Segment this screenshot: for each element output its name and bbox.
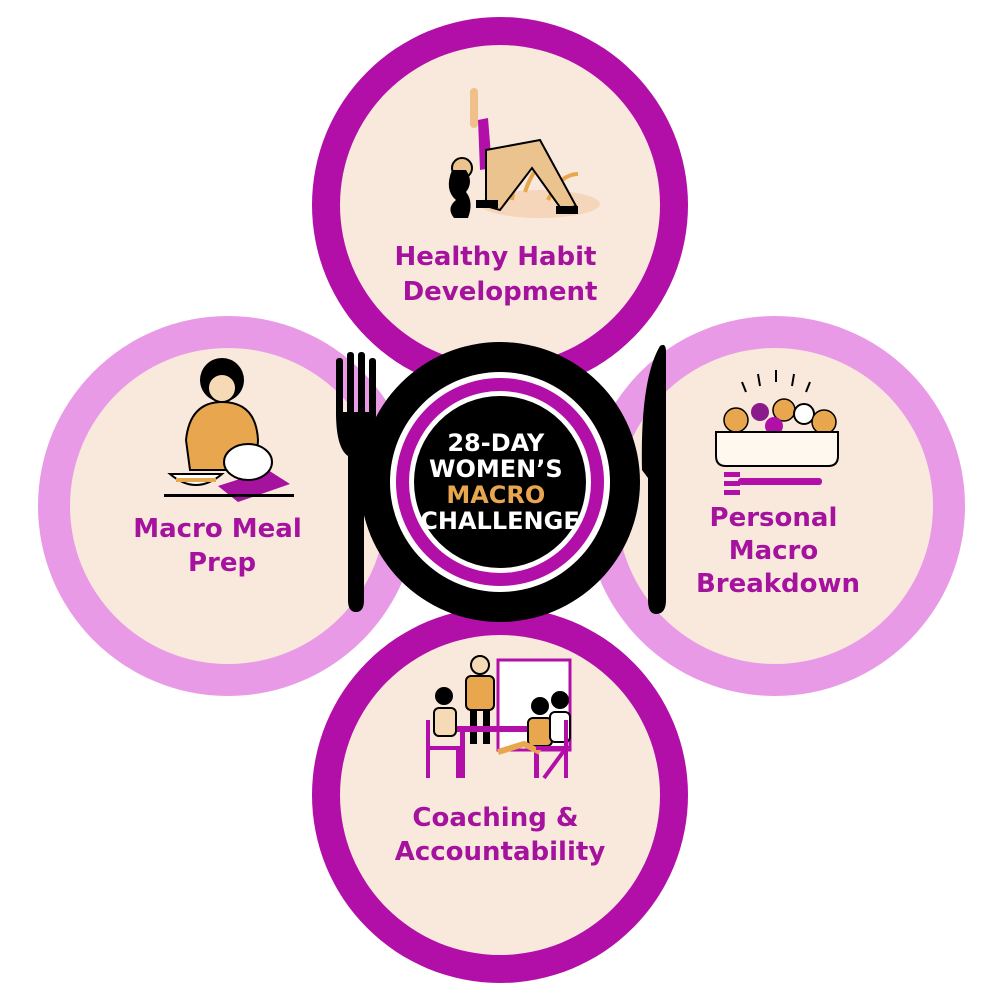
salad-bowl-icon: [715, 370, 839, 495]
center-title-line-1: 28-DAY: [447, 429, 545, 457]
knife-icon: [641, 344, 666, 614]
bottom-node-label-line-2: Accountability: [395, 837, 606, 867]
svg-text:Healthy Habit Development: Healthy Habit Development: [394, 242, 605, 307]
left-node-disc: [70, 348, 386, 664]
coaching-meeting-icon: [426, 655, 572, 780]
fork-icon: [336, 352, 376, 612]
top-node-label-line-2: Development: [403, 277, 598, 307]
left-node-label-line-1: Macro Meal: [133, 514, 302, 544]
bottom-node-label-line-1: Coaching &: [412, 803, 578, 833]
right-node-label-line-1: Personal: [710, 503, 838, 533]
top-node-label-line-1: Healthy Habit: [394, 242, 596, 272]
plate-center-disc: [414, 396, 586, 568]
right-node: [585, 316, 965, 696]
center-title-line-4: CHALLENGE: [420, 507, 579, 535]
right-node-label-line-3: Breakdown: [696, 569, 860, 599]
center-title-line-3: MACRO: [446, 481, 545, 509]
svg-text:Macro Meal Prep: Macro Meal Prep: [133, 514, 311, 578]
center-title-line-2: WOMEN’S: [429, 455, 563, 483]
svg-text:Coaching & Accountability: Coaching & Accountability: [395, 803, 606, 867]
bottom-node: [312, 607, 688, 983]
yoga-pose-icon: [448, 88, 600, 218]
center-plate: 28-DAY WOMEN’S MACRO CHALLENGE: [360, 342, 640, 622]
bottom-node-disc: [340, 635, 660, 955]
right-node-disc: [617, 348, 933, 664]
meal-prep-icon: [164, 358, 294, 502]
right-node-label-line-2: Macro: [729, 536, 819, 566]
left-node-label-line-2: Prep: [188, 548, 256, 578]
left-node: [38, 316, 418, 696]
svg-text:Personal Macro Breakdo: Personal Macro Breakdown: [696, 503, 860, 599]
svg-text:28-DAY WOMEN’S MAC: 28-DAY WOMEN’S MACRO CHALLENGE: [420, 429, 579, 535]
